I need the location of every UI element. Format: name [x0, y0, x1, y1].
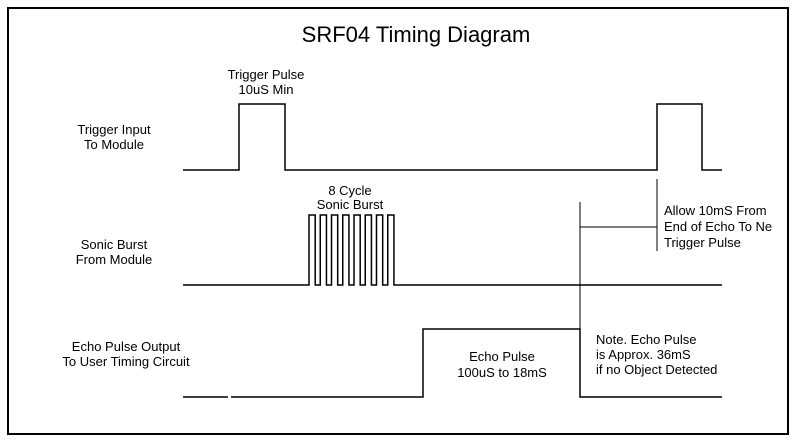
- allow-label-line1: Allow 10mS From: [664, 203, 767, 218]
- note-label-line1: Note. Echo Pulse: [596, 332, 696, 347]
- sonic-burst-label-line1: 8 Cycle: [328, 183, 371, 198]
- echo-pulse-label-line1: Echo Pulse: [469, 349, 535, 364]
- sonic-burst-label-line2: Sonic Burst: [317, 197, 384, 212]
- timing-diagram: SRF04 Timing Diagram Trigger Input To Mo…: [62, 22, 772, 398]
- trigger-label-line1: Trigger Input: [77, 122, 151, 137]
- echo-label-line1: Echo Pulse Output: [72, 339, 181, 354]
- trigger-pulse-label-line1: Trigger Pulse: [228, 67, 305, 82]
- note-label-line2: is Approx. 36mS: [596, 347, 691, 362]
- sonic-burst-waveform: [183, 214, 722, 286]
- trigger-label-line2: To Module: [84, 137, 144, 152]
- echo-waveform: [231, 328, 722, 398]
- trigger-waveform: [183, 103, 722, 171]
- trigger-pulse-label-line2: 10uS Min: [239, 82, 294, 97]
- sonic-burst-line: [183, 214, 722, 286]
- burst-label-line1: Sonic Burst: [81, 237, 148, 252]
- allow-label-line2: End of Echo To Ne: [664, 219, 772, 234]
- diagram-frame: SRF04 Timing Diagram Trigger Input To Mo…: [7, 7, 789, 435]
- burst-label-line2: From Module: [76, 252, 153, 267]
- echo-label-line2: To User Timing Circuit: [62, 354, 190, 369]
- note-label-line3: if no Object Detected: [596, 362, 717, 377]
- echo-pulse-label-line2: 100uS to 18mS: [457, 365, 547, 380]
- diagram-title: SRF04 Timing Diagram: [302, 22, 531, 47]
- allow-label-line3: Trigger Pulse: [664, 235, 741, 250]
